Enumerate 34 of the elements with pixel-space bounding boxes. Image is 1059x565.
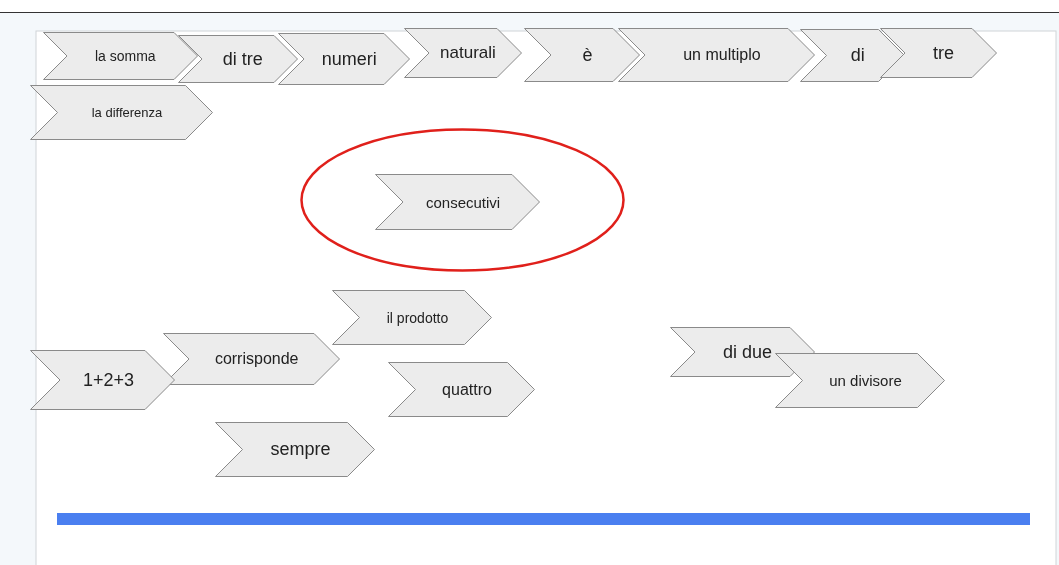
chevron-shape <box>375 174 540 230</box>
chevron-shape <box>30 350 175 410</box>
chevron-shape <box>388 362 535 417</box>
chevron-label: è <box>581 43 594 67</box>
chevron-shape <box>880 28 997 78</box>
chevron-label: di <box>849 44 866 67</box>
highlight-ellipse <box>300 128 625 272</box>
chevron-shape <box>524 28 640 82</box>
chevron-label: di tre <box>221 47 264 71</box>
chevron-label: tre <box>932 41 955 65</box>
chevron-shape <box>43 32 198 80</box>
chevron-label: 1+2+3 <box>81 368 136 392</box>
chevron-label: la somma <box>93 47 157 66</box>
chevron-label: la differenza <box>90 104 164 122</box>
chevron-shape <box>278 33 410 85</box>
chevron-label: numeri <box>320 47 378 71</box>
chevron-shape <box>30 85 213 140</box>
chevron-shape <box>215 422 375 477</box>
chevron-label: sempre <box>269 438 332 461</box>
chevron-shape <box>163 333 340 385</box>
chevron-label: naturali <box>439 42 497 64</box>
chevron-label: il prodotto <box>385 308 450 328</box>
chevron-label: quattro <box>441 379 493 400</box>
chevron-label: di due <box>721 340 773 364</box>
chevron-label: consecutivi <box>425 192 502 213</box>
chevron-label: corrisponde <box>213 349 300 369</box>
chevron-shape <box>332 290 492 345</box>
chevron-shape <box>618 28 815 82</box>
chevron-shape <box>178 35 298 83</box>
chevron-shape <box>404 28 522 78</box>
chevron-label: un divisore <box>828 371 903 391</box>
chevron-shape <box>775 353 945 408</box>
chevron-label: un multiplo <box>682 45 762 65</box>
chevron-shape <box>800 29 905 82</box>
